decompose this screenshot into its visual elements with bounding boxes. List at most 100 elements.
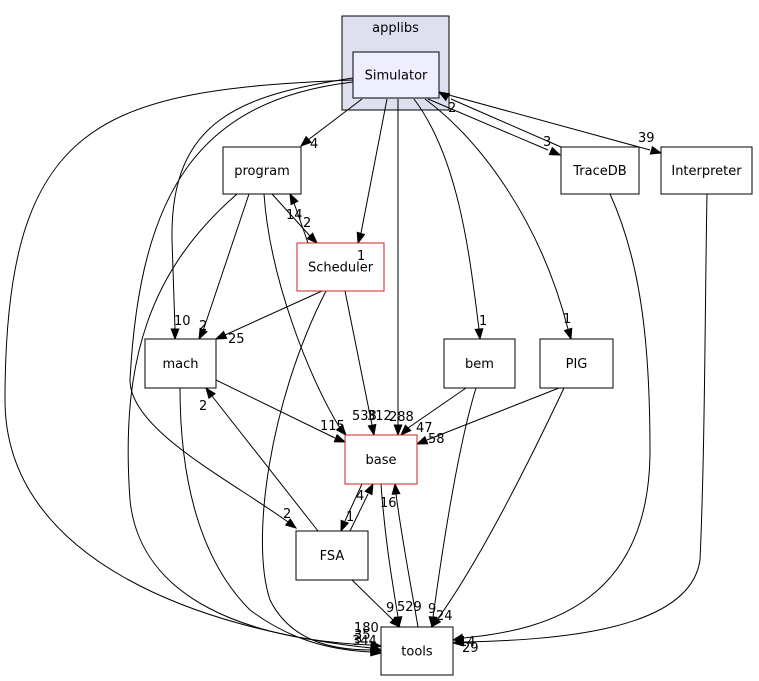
edge-program-to-base[interactable] <box>263 193 347 437</box>
arrowhead-icon <box>451 637 464 647</box>
edge-interpreter-to-tools[interactable] <box>451 193 708 647</box>
edge-label-base-to-fsa[interactable]: 1 <box>346 510 354 525</box>
edge-label-fsa-to-base[interactable]: 4 <box>356 489 364 504</box>
arrowhead-icon <box>370 647 383 657</box>
edge-tools-to-base[interactable] <box>391 482 419 628</box>
edge-label-simulator-to-tools[interactable]: 344 <box>352 634 377 649</box>
edge-mach-to-tools[interactable] <box>179 387 383 657</box>
arrowhead-icon <box>474 328 484 341</box>
arrowhead-icon <box>284 518 298 529</box>
edge-scheduler-to-mach[interactable] <box>214 290 323 340</box>
node-label-scheduler: Scheduler <box>308 261 374 276</box>
edge-label-program-to-scheduler[interactable]: 2 <box>303 216 311 231</box>
edge-label-simulator-to-base[interactable]: 288 <box>389 410 414 425</box>
node-label-pig: PIG <box>566 357 588 372</box>
node-label-simulator: Simulator <box>365 69 428 84</box>
edge-label-bem-to-base[interactable]: 47 <box>416 421 433 436</box>
edge-label-simulator-to-fsa[interactable]: 2 <box>283 507 291 522</box>
edge-label-mach-to-base[interactable]: 115 <box>320 419 345 434</box>
node-fsa[interactable]: FSA <box>295 530 369 581</box>
edge-label-scheduler-to-program[interactable]: 14 <box>286 208 303 223</box>
edge-pig-to-base[interactable] <box>415 387 560 445</box>
edge-label-tools-to-base[interactable]: 16 <box>380 496 397 511</box>
arrowhead-icon <box>214 330 228 340</box>
arrowhead-icon <box>415 435 429 445</box>
arrowhead-icon <box>205 386 216 400</box>
edge-label-pig-to-base[interactable]: 58 <box>428 432 445 447</box>
edge-label-simulator-to-interpreter[interactable]: 39 <box>638 131 655 146</box>
edge-scheduler-to-program[interactable] <box>289 192 309 244</box>
edge-label-simulator-to-program[interactable]: 4 <box>310 137 318 152</box>
edge-label-mach-to-tools[interactable]: 35 <box>354 628 371 643</box>
arrowhead-icon <box>548 146 562 156</box>
node-label-fsa: FSA <box>320 549 345 564</box>
edge-label-scheduler-to-mach[interactable]: 25 <box>228 332 245 347</box>
node-pig[interactable]: PIG <box>539 338 614 389</box>
edges-layer <box>4 77 708 657</box>
arrowhead-icon <box>170 328 180 341</box>
arrowhead-icon <box>367 423 377 437</box>
edge-program-to-mach[interactable] <box>198 193 250 341</box>
edge-label-pig-to-tools[interactable]: 24 <box>436 609 453 624</box>
edge-label-program-to-tools[interactable]: 180 <box>354 621 379 636</box>
node-interpreter[interactable]: Interpreter <box>660 146 753 195</box>
node-label-mach: mach <box>162 357 198 372</box>
edge-scheduler-to-base[interactable] <box>344 290 377 437</box>
edge-label-simulator-to-mach[interactable]: 10 <box>174 314 191 329</box>
edge-label-base-to-tools[interactable]: 529 <box>397 600 422 615</box>
edge-label-simulator-to-tracedb[interactable]: 3 <box>543 135 551 150</box>
edge-label-tracedb-to-tools[interactable]: 14 <box>459 635 476 650</box>
edge-base-to-tools[interactable] <box>380 483 403 629</box>
edge-label-simulator-to-scheduler[interactable]: 1 <box>357 249 365 264</box>
edge-label-simulator-to-bem[interactable]: 1 <box>479 314 487 329</box>
edge-simulator-to-program[interactable] <box>299 98 363 147</box>
arrowhead-icon <box>299 135 312 147</box>
edge-label-fsa-to-mach[interactable]: 2 <box>199 399 207 414</box>
edge-label-simulator-to-pig[interactable]: 1 <box>563 312 571 327</box>
node-program[interactable]: program <box>222 146 302 195</box>
edge-bem-to-base[interactable] <box>400 387 467 436</box>
edge-fsa-to-base[interactable] <box>349 482 374 532</box>
edge-simulator-to-pig[interactable] <box>424 98 573 341</box>
edge-simulator-to-fsa[interactable] <box>129 81 354 529</box>
edge-program-to-scheduler[interactable] <box>271 193 318 244</box>
node-tools[interactable]: tools <box>380 626 454 676</box>
arrowhead-icon <box>198 327 208 341</box>
arrowhead-icon <box>364 482 374 496</box>
edge-label-tracedb-to-simulator[interactable]: 2 <box>448 101 456 116</box>
edge-label-fsa-to-tools[interactable]: 9 <box>386 601 394 616</box>
node-mach[interactable]: mach <box>144 338 217 389</box>
arrowhead-icon <box>306 232 318 244</box>
edge-fsa-to-mach[interactable] <box>205 386 319 532</box>
arrowhead-icon <box>393 424 403 437</box>
edge-simulator-to-tracedb[interactable] <box>427 98 562 156</box>
edge-simulator-to-mach[interactable] <box>170 77 354 341</box>
node-scheduler[interactable]: Scheduler <box>296 242 385 292</box>
edge-label-program-to-base[interactable]: 538 <box>352 409 377 424</box>
node-base[interactable]: base <box>344 434 418 485</box>
arrowhead-icon <box>289 192 299 206</box>
arrowhead-icon <box>400 424 412 436</box>
edge-label-bem-to-tools[interactable]: 9 <box>428 602 436 617</box>
node-simulator[interactable]: Simulator <box>352 51 440 99</box>
node-label-bem: bem <box>465 357 494 372</box>
node-label-interpreter: Interpreter <box>671 164 742 179</box>
arrowhead-icon <box>335 424 347 437</box>
node-bem[interactable]: bem <box>443 338 516 389</box>
edge-simulator-to-bem[interactable] <box>413 98 484 341</box>
edge-mach-to-base[interactable] <box>215 379 347 443</box>
edge-pig-to-tools[interactable] <box>430 387 565 629</box>
edge-label-scheduler-to-base[interactable]: 312 <box>367 409 392 424</box>
edge-label-scheduler-to-tools[interactable]: 3 <box>354 632 362 647</box>
edge-simulator-to-scheduler[interactable] <box>356 98 388 245</box>
edge-simulator-to-interpreter[interactable] <box>437 91 663 155</box>
edge-label-interpreter-to-tools[interactable]: 29 <box>462 641 479 656</box>
arrowhead-icon <box>430 616 442 629</box>
arrowhead-icon <box>356 231 366 245</box>
node-tracedb[interactable]: TraceDB <box>560 146 640 195</box>
edge-base-to-fsa[interactable] <box>340 483 363 533</box>
edge-simulator-to-base[interactable] <box>393 99 403 437</box>
node-label-tools: tools <box>401 645 433 660</box>
node-label-program: program <box>234 164 290 179</box>
edge-label-program-to-mach[interactable]: 2 <box>199 319 207 334</box>
